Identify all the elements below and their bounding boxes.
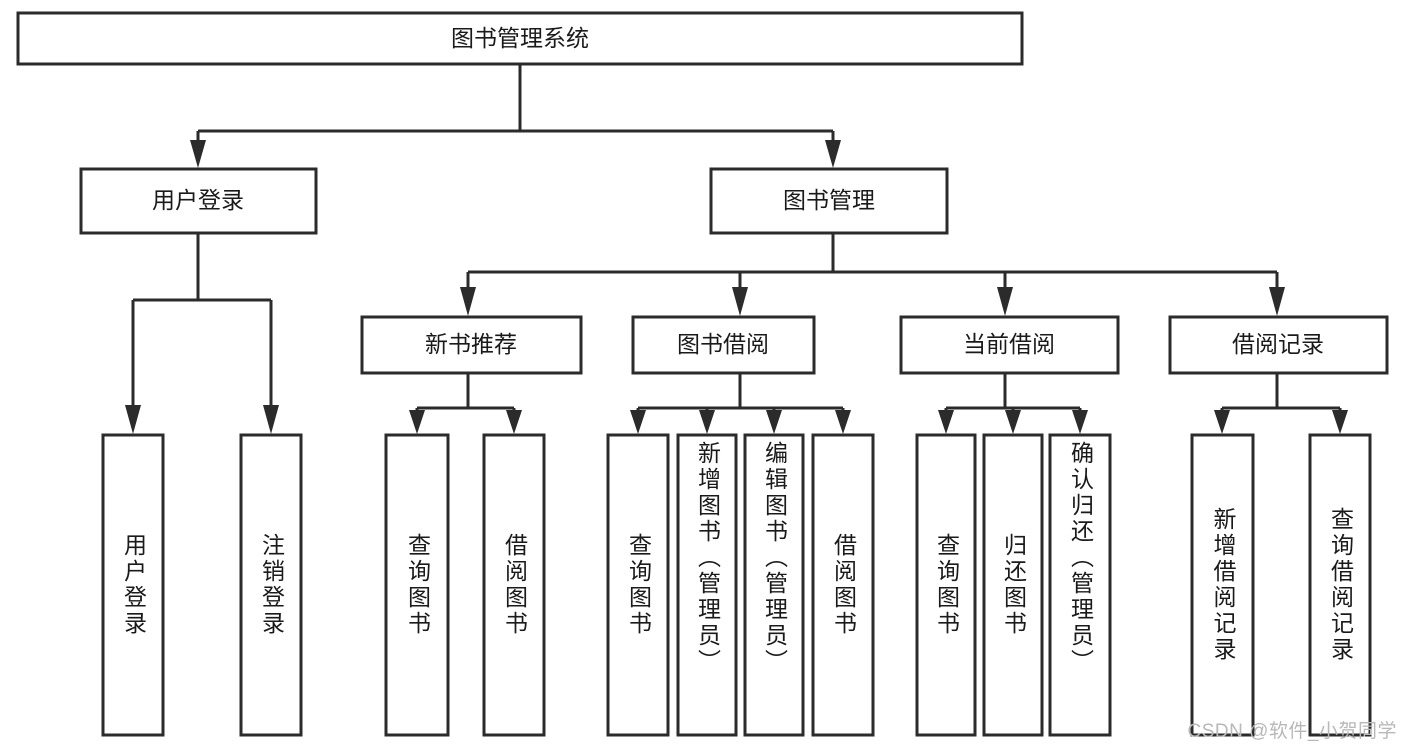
arrow-icon-leaf-return-book — [1005, 410, 1021, 434]
leaf-box-group — [101, 433, 1372, 737]
arrow-icon-leaf-query-book-2 — [630, 410, 646, 434]
leaf-box-query-book-1[interactable] — [384, 433, 450, 737]
user-login-box-rect — [79, 167, 318, 235]
arrow-icon-to-user-login — [190, 140, 206, 168]
arrow-icon-leaf-borrow-book-1 — [506, 410, 522, 434]
new-book-recommend-box-rect — [360, 315, 583, 375]
arrow-icon-to-borrow-records — [1269, 287, 1285, 316]
book-management-box-label: 图书管理 — [783, 187, 875, 213]
node-book-borrow[interactable]: 图书借阅 — [631, 315, 816, 375]
root-box-label: 图书管理系统 — [451, 25, 589, 51]
borrow-records-box-rect — [1168, 315, 1389, 375]
leaf-box-query-book-3[interactable] — [915, 433, 977, 737]
book-borrow-box-rect — [631, 315, 816, 375]
arrow-icon-to-book-management — [825, 140, 841, 168]
root-box-rect — [16, 11, 1024, 66]
arrow-icon-to-current-borrow — [997, 287, 1013, 316]
arrow-icon-leaf-user-login — [125, 405, 141, 434]
arrow-icon-leaf-borrow-book-2 — [835, 410, 851, 434]
book-borrow-box-label: 图书借阅 — [677, 331, 769, 357]
leaf-box-logout[interactable] — [239, 433, 303, 737]
node-current-borrow[interactable]: 当前借阅 — [899, 315, 1120, 375]
connector-group-borrowrecords-to-leaves — [1214, 373, 1348, 434]
connector-group-newbook-to-leaves — [409, 373, 522, 434]
arrow-icon-leaf-query-book-1 — [409, 410, 425, 434]
arrow-icon-leaf-logout — [263, 405, 279, 434]
arrow-icon-to-new-book-recommend — [460, 287, 476, 316]
leaf-box-confirm-return[interactable] — [1048, 433, 1112, 737]
node-borrow-records[interactable]: 借阅记录 — [1168, 315, 1389, 375]
leaf-box-return-book[interactable] — [982, 433, 1044, 737]
leaf-box-user-login[interactable] — [101, 433, 165, 737]
connector-group-currentborrow-to-leaves — [938, 373, 1088, 434]
connector-group-userlogin-to-leaves — [125, 233, 279, 434]
current-borrow-box-label: 当前借阅 — [963, 331, 1055, 357]
leaf-box-add-book[interactable] — [676, 433, 738, 737]
arrow-icon-to-book-borrow — [732, 287, 748, 316]
node-book-management[interactable]: 图书管理 — [709, 167, 949, 235]
arrow-icon-leaf-query-record — [1332, 410, 1348, 434]
user-login-box-label: 用户登录 — [152, 187, 244, 213]
borrow-records-box-label: 借阅记录 — [1232, 331, 1324, 357]
watermark-text: CSDN @软件_小贺同学 — [1187, 721, 1397, 742]
leaf-box-borrow-book-2[interactable] — [811, 433, 875, 737]
node-root-book-management-system[interactable]: 图书管理系统 — [16, 11, 1024, 66]
node-user-login[interactable]: 用户登录 — [79, 167, 318, 235]
new-book-recommend-box-label: 新书推荐 — [425, 331, 517, 357]
connector-group-booksmgmt-to-level3 — [460, 233, 1285, 316]
connector-group-root-to-level2 — [190, 64, 841, 168]
leaf-box-query-book-2[interactable] — [606, 433, 670, 737]
arrow-icon-leaf-add-book — [699, 410, 715, 434]
arrow-icon-leaf-add-record — [1214, 410, 1230, 434]
leaf-box-borrow-book-1[interactable] — [482, 433, 546, 737]
arrow-icon-leaf-query-book-3 — [938, 410, 954, 434]
arrow-icon-leaf-edit-book — [766, 410, 782, 434]
leaf-box-add-record[interactable] — [1190, 433, 1255, 737]
node-new-book-recommend[interactable]: 新书推荐 — [360, 315, 583, 375]
connector-group-bookborrow-to-leaves — [630, 373, 851, 434]
arrow-icon-leaf-confirm-return — [1072, 410, 1088, 434]
current-borrow-box-rect — [899, 315, 1120, 375]
leaf-box-edit-book[interactable] — [743, 433, 805, 737]
book-management-box-rect — [709, 167, 949, 235]
leaf-box-query-record[interactable] — [1308, 433, 1372, 737]
